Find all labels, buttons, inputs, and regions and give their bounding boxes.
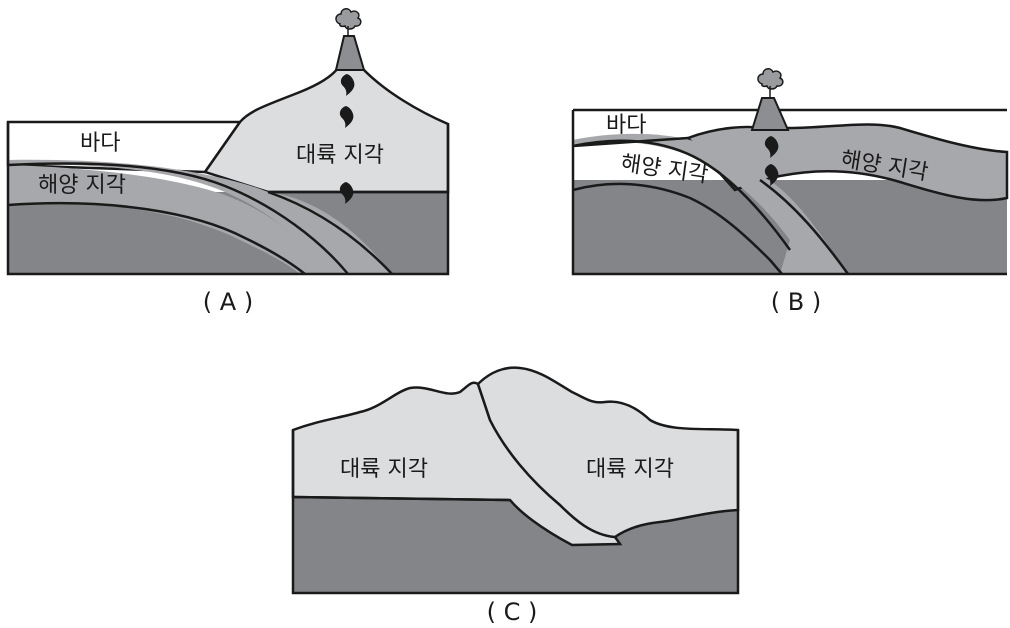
frame-a [6, 122, 450, 276]
eruption-cloud-a [335, 8, 362, 36]
moho-line-c [292, 495, 511, 502]
label-sea-a: 바다 [80, 131, 120, 156]
label-continental-crust-right-c: 대륙 지각 [586, 457, 674, 482]
eruption-cloud-b [757, 68, 784, 98]
magma-drop-b1 [764, 136, 779, 158]
caption-a: ( A ) [203, 288, 253, 316]
sea-left-bottom-line-b [572, 136, 689, 148]
continental-crust-right-c [476, 366, 740, 539]
oceanic-bottom-line-a [7, 201, 306, 275]
diagram-b: 바다 해양 지각 해양 지각 ( B ) [571, 68, 1009, 316]
frame-c [291, 430, 740, 595]
continental-crust-a [203, 66, 450, 194]
frame-b [571, 110, 1007, 276]
magma-drop-a3 [339, 182, 354, 204]
label-oceanic-crust-a: 해양 지각 [38, 173, 126, 198]
volcano-b [750, 97, 790, 131]
slab-right-line-b [759, 178, 850, 275]
slab-right-line-a [267, 190, 393, 275]
magma-drop-a1 [340, 74, 355, 96]
volcano-a [334, 35, 366, 71]
magma-drop-a2 [339, 106, 354, 128]
diagram-a: 바다 해양 지각 대륙 지각 ( A ) [6, 8, 450, 316]
oceanic-left-top-line-b [572, 139, 792, 251]
oceanic-crust-a [8, 163, 392, 274]
diagram-c: 대륙 지각 대륙 지각 ( C ) [291, 366, 740, 626]
caption-b: ( B ) [771, 288, 821, 316]
label-continental-crust-left-c: 대륙 지각 [340, 457, 428, 482]
oceanic-top-line-a [7, 162, 349, 275]
oceanic-slab-b [573, 133, 848, 274]
oceanic-left-bottom-line-b [572, 182, 783, 275]
label-continental-crust-a: 대륙 지각 [296, 143, 384, 168]
magma-drop-b2 [764, 164, 779, 186]
caption-c: ( C ) [487, 598, 538, 626]
label-sea-b: 바다 [606, 113, 646, 138]
